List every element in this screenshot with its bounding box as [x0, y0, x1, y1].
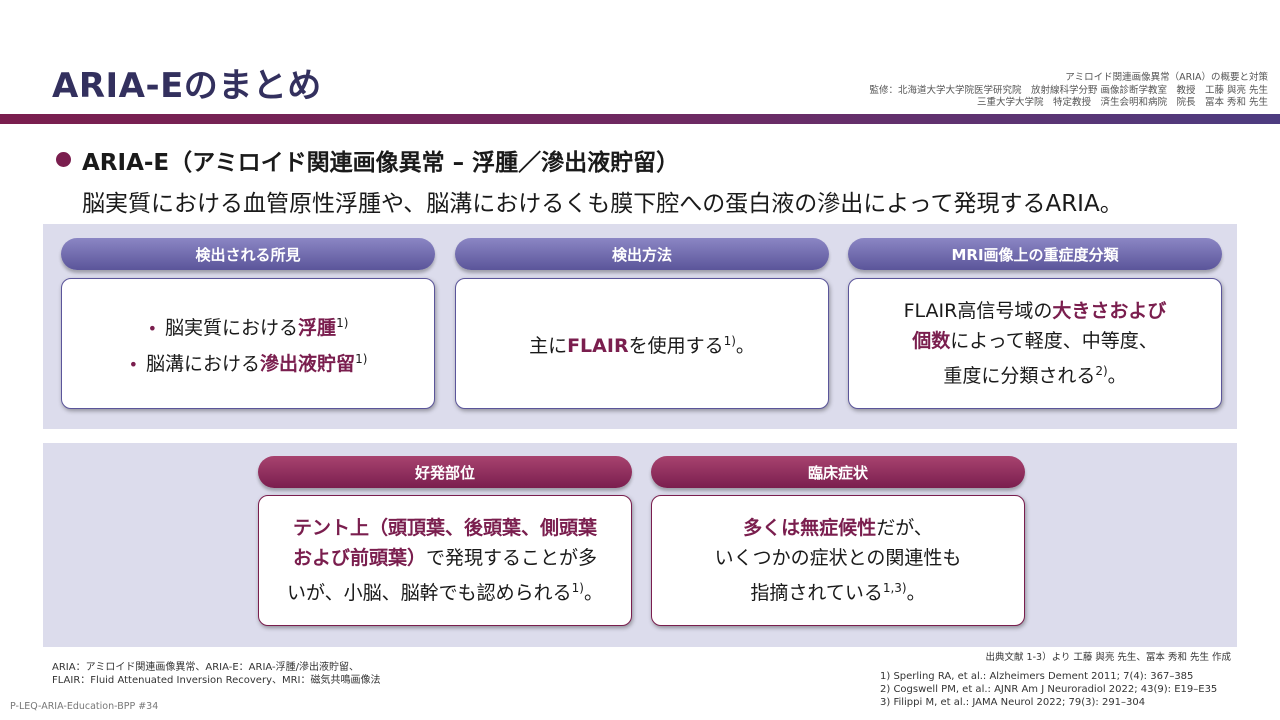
bullet-icon: [56, 152, 71, 167]
page-title: ARIA-Eのまとめ: [52, 66, 322, 106]
list-item: •脳実質における浮腫1): [147, 315, 349, 339]
predilection-text: テント上（頭頂葉、後頭葉、側頭葉 および前頭葉）で発現することが多 いが、小脳、…: [287, 517, 603, 604]
symptoms-text: 多くは無症候性だが、 いくつかの症状との関連性も 指摘されている1,3)。: [714, 517, 962, 604]
detection-method-label: 検出方法: [455, 238, 829, 270]
section-description: 脳実質における血管原性浮腫や、脳溝におけるくも膜下腔への蛋白液の滲出によって発現…: [82, 191, 1123, 217]
symptoms-card: 多くは無症候性だが、 いくつかの症状との関連性も 指摘されている1,3)。: [651, 495, 1025, 626]
abbreviations: ARIA：アミロイド関連画像異常、ARIA-E：ARIA-浮腫/滲出液貯留、 F…: [52, 662, 381, 686]
document-code: P-LEQ-ARIA-Education-BPP #34: [10, 701, 159, 712]
list-item: •脳溝における滲出液貯留1): [128, 351, 368, 375]
source-note: 出典文献 1-3）より 工藤 與亮 先生、冨本 秀和 先生 作成: [985, 652, 1231, 663]
supervision-line: アミロイド関連画像異常（ARIA）の概要と対策: [1065, 72, 1268, 83]
section-heading: ARIA-E（アミロイド関連画像異常 – 浮腫／滲出液貯留）: [82, 150, 680, 176]
detection-method-card: 主にFLAIRを使用する1)。: [455, 278, 829, 409]
reference-item: 2) Cogswell PM, et al.: AJNR Am J Neuror…: [880, 684, 1218, 695]
symptoms-label: 臨床症状: [651, 456, 1025, 488]
predilection-label: 好発部位: [258, 456, 632, 488]
references: 1) Sperling RA, et al.: Alzheimers Demen…: [880, 670, 1217, 709]
findings-card: •脳実質における浮腫1) •脳溝における滲出液貯留1): [61, 278, 435, 409]
supervision-line: 監修：北海道大学大学院医学研究院 放射線科学分野 画像診断学教室 教授 工藤 與…: [869, 84, 1268, 96]
findings-label: 検出される所見: [61, 238, 435, 270]
severity-card: FLAIR高信号域の大きさおよび 個数によって軽度、中等度、 重度に分類される2…: [848, 278, 1222, 409]
supervision-credits: アミロイド関連画像異常（ARIA）の概要と対策 監修：北海道大学大学院医学研究院…: [869, 72, 1268, 110]
header-band: [0, 114, 1280, 124]
bullet-icon: •: [147, 318, 158, 338]
reference-item: 1) Sperling RA, et al.: Alzheimers Demen…: [880, 671, 1194, 682]
severity-label: MRI画像上の重症度分類: [848, 238, 1222, 270]
severity-text: FLAIR高信号域の大きさおよび 個数によって軽度、中等度、 重度に分類される2…: [903, 300, 1167, 387]
supervision-line: 三重大学大学院 特定教授 済生会明和病院 院長 冨本 秀和 先生: [976, 97, 1268, 108]
bullet-icon: •: [128, 354, 139, 374]
predilection-card: テント上（頭頂葉、後頭葉、側頭葉 および前頭葉）で発現することが多 いが、小脳、…: [258, 495, 632, 626]
reference-item: 3) Filippi M, et al.: JAMA Neurol 2022; …: [880, 697, 1146, 708]
clinical-panel: [43, 443, 1237, 647]
detection-method-text: 主にFLAIRを使用する1)。: [529, 334, 755, 357]
